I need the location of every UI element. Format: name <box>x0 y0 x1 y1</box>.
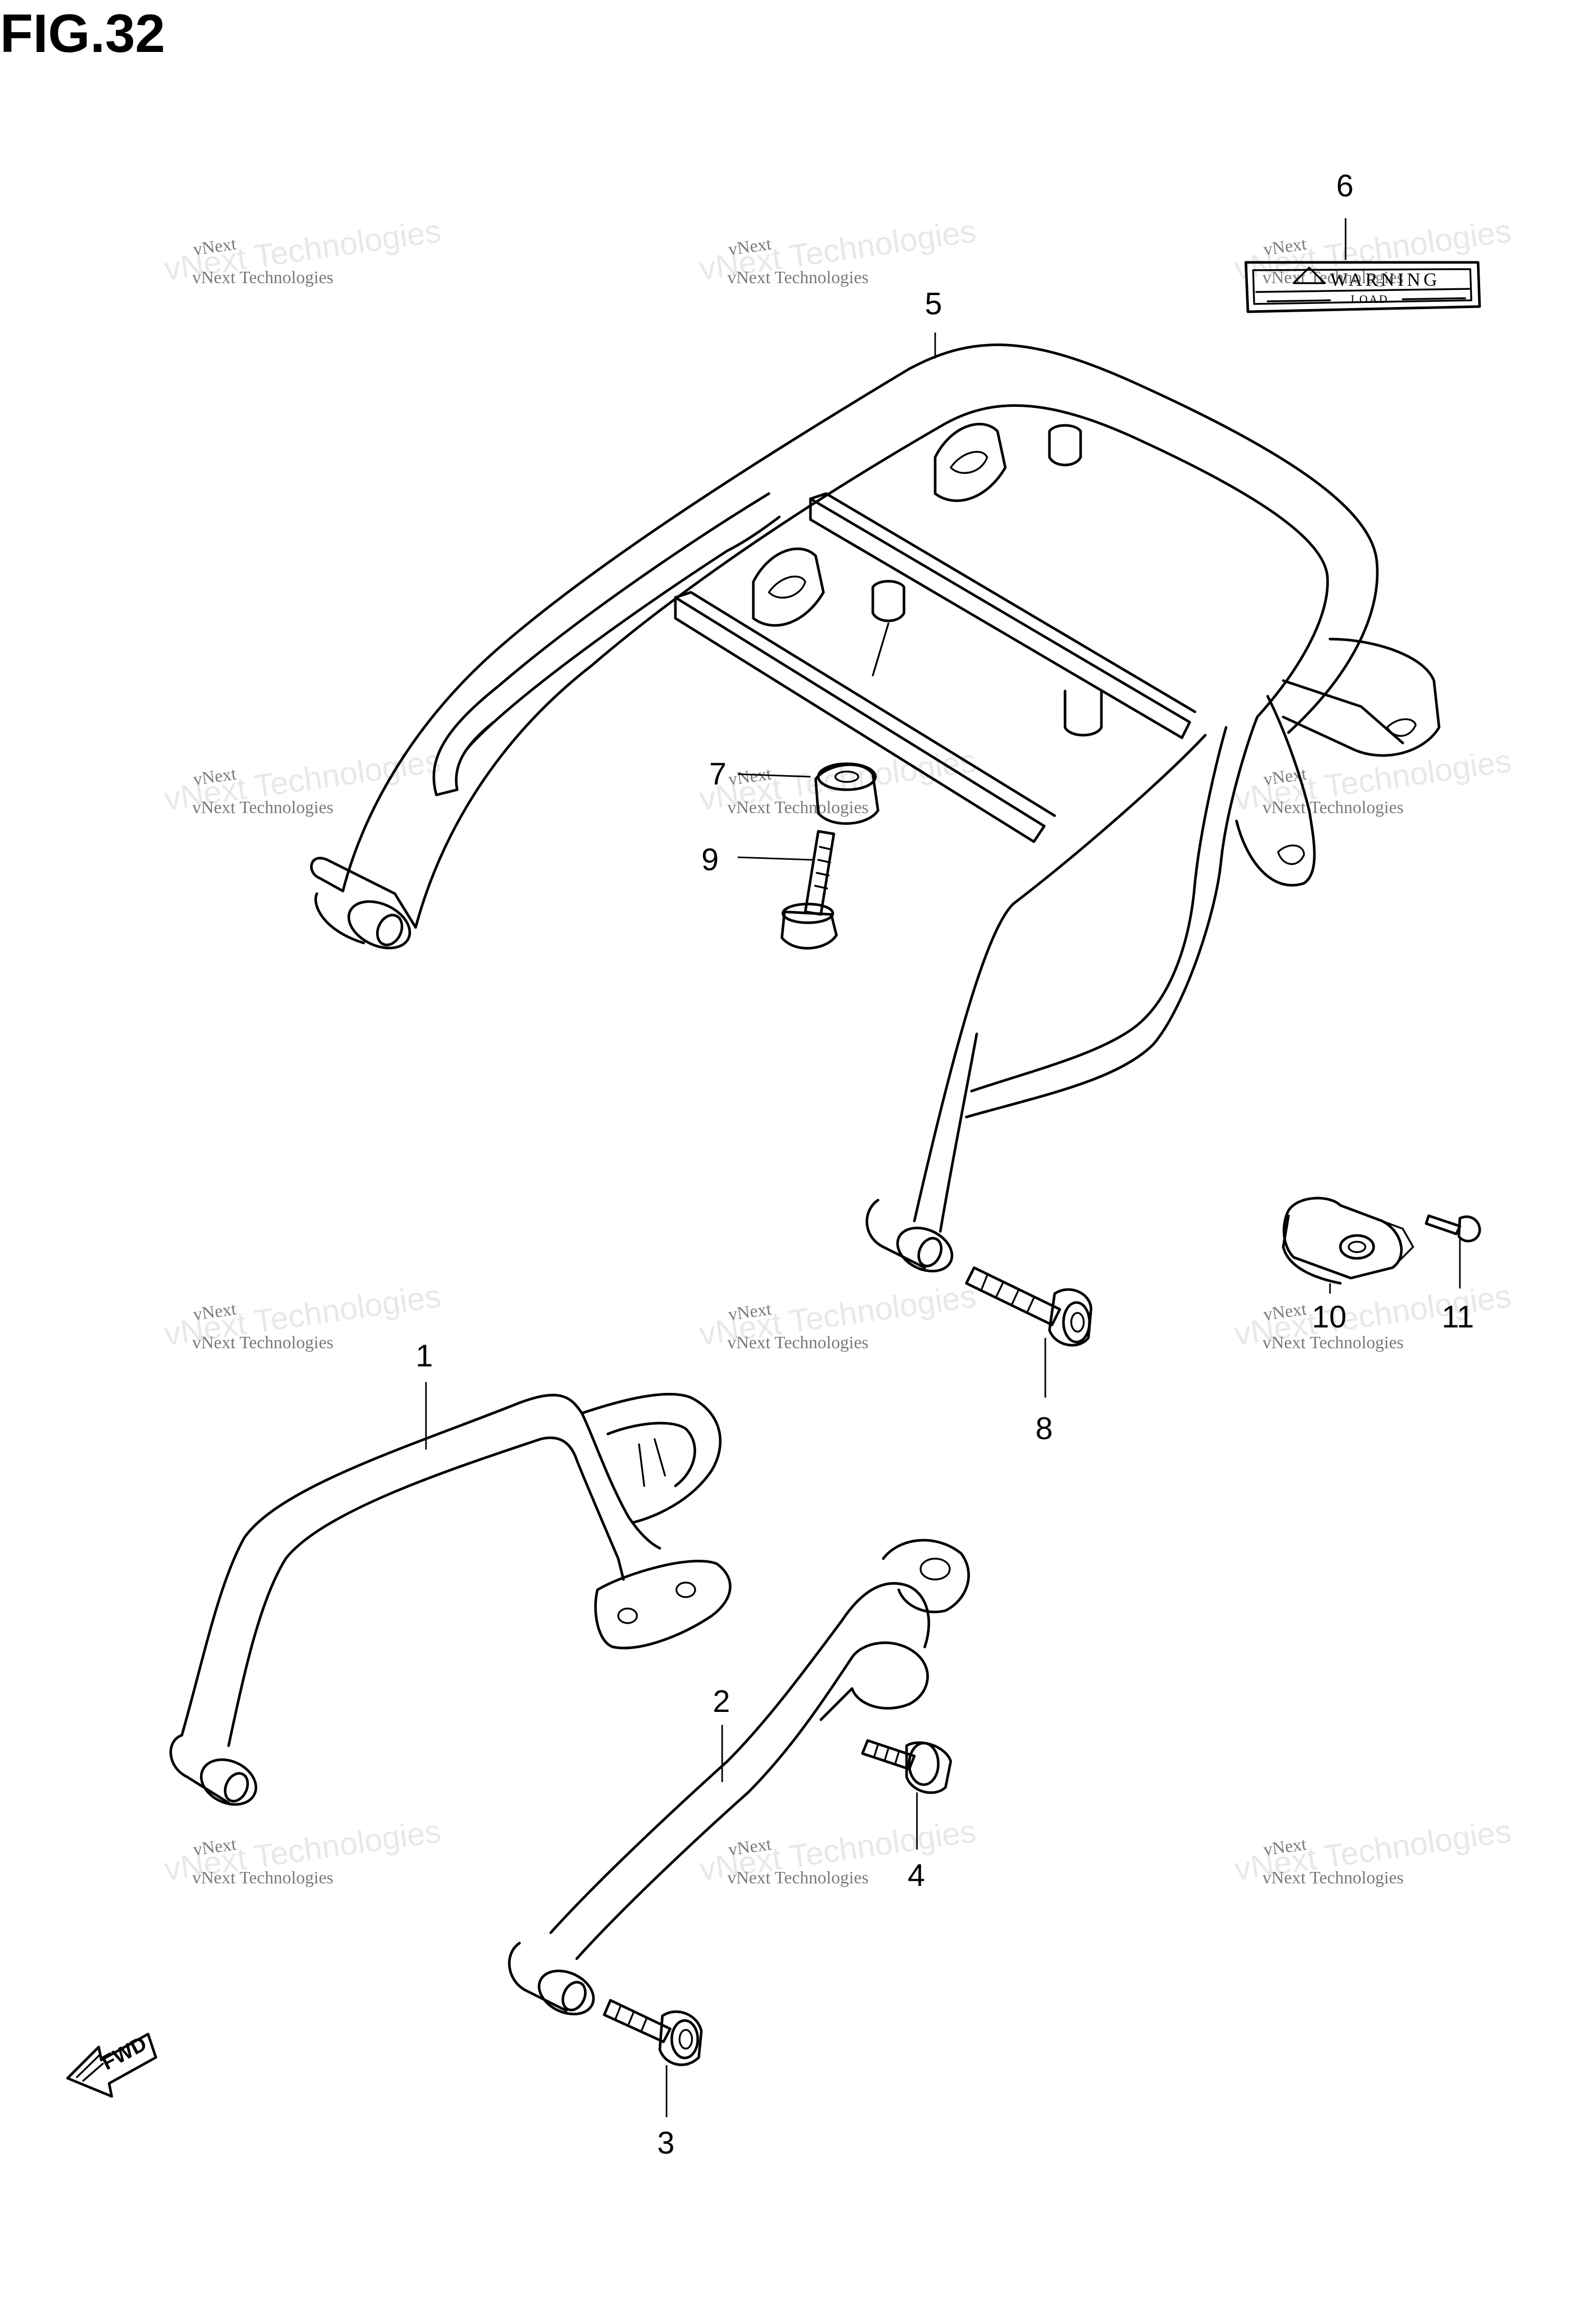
watermark: vNext Technologies vNext vNext Technolog… <box>1232 1813 1513 1888</box>
watermark: vNext Technologies vNext vNext Technolog… <box>162 1278 443 1352</box>
callout-4: 4 <box>908 1858 925 1893</box>
watermark-small: vNext Technologies <box>192 1333 334 1352</box>
callout-2: 2 <box>713 1684 730 1719</box>
warning-triangle-icon <box>1293 267 1326 284</box>
watermark: vNext Technologies vNext vNext Technolog… <box>162 743 443 817</box>
callout-1: 1 <box>416 1338 433 1373</box>
watermark-small: vNext Technologies <box>192 798 334 817</box>
watermark: vNext Technologies vNext vNext Technolog… <box>697 213 978 287</box>
watermark-small: vNext Technologies <box>192 268 334 287</box>
callout-6: 6 <box>1336 168 1353 203</box>
watermark-small: vNext Technologies <box>727 268 869 287</box>
watermark-small: vNext Technologies <box>1262 1333 1404 1352</box>
screw-11-part <box>1425 1214 1481 1243</box>
watermark-small: vNext Technologies <box>727 1868 869 1888</box>
leader-lines <box>425 218 1461 2117</box>
bolt-4-part <box>861 1739 952 1794</box>
watermark-small: vNext Technologies <box>192 1868 334 1888</box>
watermark-small: vNext Technologies <box>1262 798 1404 817</box>
fwd-arrow-icon: FWD <box>66 2032 157 2098</box>
bolt-9-part <box>780 830 838 950</box>
fwd-text: FWD <box>98 2032 151 2075</box>
callout-11: 11 <box>1442 1299 1474 1334</box>
watermark: vNext Technologies vNext vNext Technolog… <box>697 1813 978 1888</box>
watermark-small: vNext Technologies <box>727 798 869 817</box>
warning-label-subtext: LOAD <box>1351 293 1389 305</box>
callout-7: 7 <box>709 756 726 791</box>
watermark-small: vNext Technologies <box>1262 268 1404 287</box>
callout-3: 3 <box>657 2125 674 2160</box>
warning-label-part: WARNING LOAD <box>1244 261 1481 313</box>
watermark: vNext Technologies vNext vNext Technolog… <box>697 1278 978 1352</box>
warning-label-heading: WARNING <box>1330 269 1440 290</box>
watermark-small: vNext Technologies <box>727 1333 869 1352</box>
carrier-rack-part <box>310 343 1441 1273</box>
holder-10-part <box>1282 1197 1414 1285</box>
callout-5: 5 <box>925 286 942 321</box>
callout-10: 10 <box>1312 1299 1347 1334</box>
callout-9: 9 <box>701 842 719 877</box>
bolt-3-part <box>603 1999 703 2066</box>
callouts: 5 6 7 9 8 10 11 1 2 4 3 <box>416 168 1474 2160</box>
watermark: vNext Technologies vNext vNext Technolog… <box>162 213 443 287</box>
cushion-part <box>814 762 880 825</box>
watermark: vNext Technologies vNext vNext Technolog… <box>162 1813 443 1888</box>
watermark-small: vNext Technologies <box>1262 1868 1404 1888</box>
grab-rail-right-part <box>508 1539 970 2016</box>
figure-title: FIG.32 <box>0 4 165 64</box>
watermarks: vNext Technologies vNext vNext Technolog… <box>162 213 1513 1888</box>
callout-8: 8 <box>1035 1411 1053 1446</box>
bolt-8-part <box>965 1266 1093 1347</box>
grab-rail-left-part <box>169 1393 732 1806</box>
